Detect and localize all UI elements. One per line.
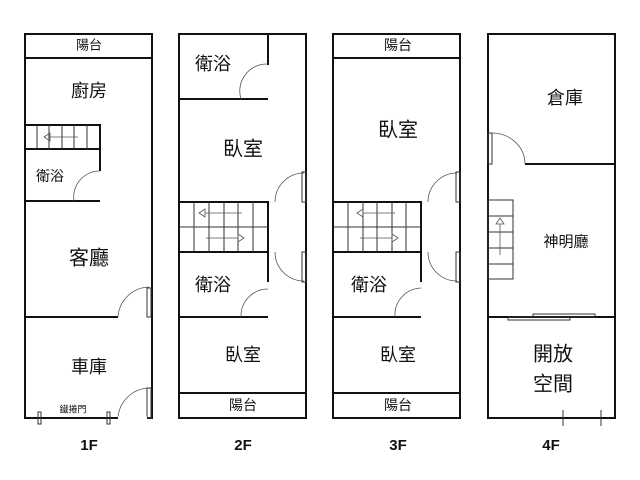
arrow-icon xyxy=(198,208,206,218)
arrow-icon xyxy=(495,217,505,225)
room-label-balcony: 陽台 xyxy=(229,398,257,414)
door-swing xyxy=(394,287,422,318)
door-swing xyxy=(73,170,101,202)
room-label-bathroom: 衛浴 xyxy=(36,169,64,185)
room-label-storage: 倉庫 xyxy=(547,88,583,109)
room-label-living-room: 客廳 xyxy=(69,246,109,270)
floor-label: 3F xyxy=(389,437,407,454)
door-swing xyxy=(240,288,269,318)
floor-2f: 衛浴 臥室 衛浴 臥室 陽台 2F xyxy=(178,33,307,454)
room-label-balcony: 陽台 xyxy=(76,39,102,54)
room-label-open-space: 開放 xyxy=(533,342,573,366)
floor-label: 1F xyxy=(80,437,98,454)
door-swing xyxy=(491,132,526,165)
staircase xyxy=(332,201,422,253)
arrow-icon xyxy=(391,233,399,243)
staircase xyxy=(24,124,101,150)
door-swing xyxy=(274,172,305,203)
room-label-bedroom: 臥室 xyxy=(378,118,418,142)
door-swing xyxy=(117,387,150,419)
room-label-kitchen: 廚房 xyxy=(71,80,107,102)
room-label-balcony: 陽台 xyxy=(384,398,412,414)
floor-4f: 倉庫 神明廳 開放 空間 4F xyxy=(487,33,616,454)
room-label-bedroom: 臥室 xyxy=(223,137,263,161)
room-label-bedroom: 臥室 xyxy=(225,345,261,366)
door-swing xyxy=(239,63,269,100)
room-label-bathroom: 衛浴 xyxy=(351,275,387,296)
arrow-icon xyxy=(356,208,364,218)
room-label-bedroom: 臥室 xyxy=(380,345,416,366)
rolling-door-label: 鐵捲門 xyxy=(59,404,86,416)
staircase xyxy=(178,201,269,253)
arrow-icon xyxy=(237,233,245,243)
floor-1f: 陽台 廚房 衛浴 客廳 車庫 鐵捲門 1F xyxy=(24,33,153,454)
door-swing xyxy=(427,251,458,282)
room-label-shrine-hall: 神明廳 xyxy=(543,233,588,251)
room-label-garage: 車庫 xyxy=(71,357,107,378)
door-swing xyxy=(117,286,150,318)
door-swing xyxy=(427,172,458,203)
floor-label: 2F xyxy=(234,437,252,454)
arrow-icon xyxy=(43,132,51,142)
room-label-open-space: 空間 xyxy=(533,372,573,396)
outer-wall xyxy=(24,33,153,419)
sliding-door xyxy=(532,313,596,318)
room-label-bathroom: 衛浴 xyxy=(195,275,231,296)
room-label-balcony: 陽台 xyxy=(384,38,412,54)
floor-label: 4F xyxy=(542,437,560,454)
room-label-bathroom: 衛浴 xyxy=(195,54,231,75)
door-swing xyxy=(274,251,305,282)
staircase xyxy=(487,199,514,280)
floor-3f: 陽台 臥室 衛浴 臥室 陽台 3F xyxy=(332,33,461,454)
